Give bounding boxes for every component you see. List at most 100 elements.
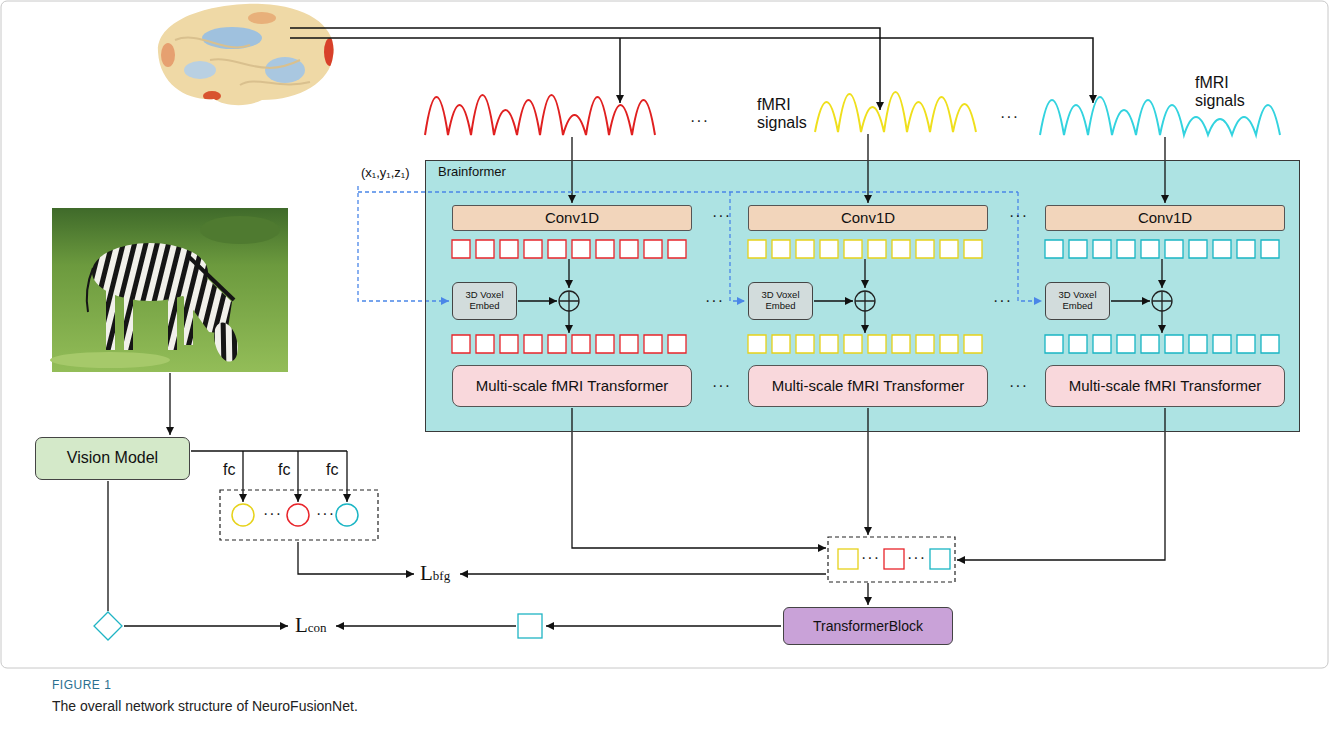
- node-text: Multi-scale fMRI Transformer: [476, 377, 669, 394]
- ellipsis: ···: [907, 549, 926, 567]
- flow-arrow: [814, 300, 853, 301]
- transformer-box: Multi-scale fMRI Transformer: [452, 365, 692, 407]
- embedding-diamond: [94, 612, 122, 640]
- feature-square: [884, 549, 904, 569]
- transformer-box: Multi-scale fMRI Transformer: [1045, 365, 1285, 407]
- flow-arrow: [867, 583, 868, 605]
- flow-arrow: [1161, 259, 1162, 288]
- process-box: Conv1D: [1045, 205, 1285, 231]
- flow-arrow: [1111, 300, 1150, 301]
- embed-box: 3D Voxel Embed: [452, 282, 517, 320]
- ellipsis: ···: [690, 112, 709, 130]
- add-symbol: [559, 291, 579, 311]
- node-text: Vision Model: [67, 449, 158, 467]
- flow-arrow: [568, 311, 569, 333]
- feature-circle: [232, 504, 254, 526]
- feature-group: [828, 537, 955, 582]
- feature-circle: [336, 504, 358, 526]
- flow-arrow: [546, 625, 781, 626]
- layer-label: fc: [223, 461, 235, 479]
- node-text: Conv1D: [1138, 209, 1192, 226]
- figure-caption: The overall network structure of NeuroFu…: [52, 698, 358, 714]
- add-symbol: [855, 291, 875, 311]
- coordinate-line: [358, 186, 449, 301]
- flow-arrow: [169, 373, 170, 435]
- process-box: Conv1D: [452, 205, 692, 231]
- stimulus-image: [50, 208, 288, 372]
- brain-patch: [202, 27, 262, 49]
- node-text: Conv1D: [545, 209, 599, 226]
- brainformer-fill: [425, 160, 1300, 432]
- node-text: 3D Voxel Embed: [1049, 290, 1106, 312]
- grass-ground: [52, 208, 288, 372]
- ellipsis: ···: [263, 505, 282, 523]
- ellipsis: ···: [712, 377, 731, 395]
- figure-number: FIGURE 1: [52, 679, 111, 693]
- node-text: Conv1D: [841, 209, 895, 226]
- node-text: 3D Voxel Embed: [456, 290, 513, 312]
- layer-label: fc: [278, 461, 290, 479]
- transformer-box: Multi-scale fMRI Transformer: [748, 365, 988, 407]
- token-row: [748, 240, 982, 258]
- ellipsis: ···: [1000, 108, 1019, 126]
- loss-label: Lbfg: [420, 563, 450, 584]
- loss-arrow: [124, 625, 288, 626]
- embedding-square: [518, 614, 542, 638]
- brain-fold: [175, 38, 310, 85]
- signal-line: [290, 38, 1093, 103]
- node-text: TransformerBlock: [813, 618, 923, 634]
- embed-box: 3D Voxel Embed: [748, 282, 813, 320]
- add-symbol: [855, 291, 875, 311]
- token-row: [748, 335, 982, 353]
- ellipsis: ···: [993, 292, 1012, 310]
- brain-map: [150, 0, 340, 110]
- loss-arrow: [298, 542, 414, 574]
- brain-patch: [184, 61, 216, 79]
- loss-arrow: [460, 573, 826, 574]
- transformer-block: TransformerBlock: [783, 607, 953, 645]
- fc-line: [191, 450, 347, 451]
- fc-arrow: [297, 451, 298, 502]
- ellipsis: ···: [1009, 207, 1028, 225]
- brain-patch: [161, 43, 175, 67]
- token-row: [452, 335, 686, 353]
- signal-line: [619, 38, 621, 103]
- signal-wave: [425, 95, 655, 135]
- zebra-leg: [106, 288, 115, 350]
- embedding-line: [107, 481, 108, 611]
- loss-label: Lcon: [295, 615, 327, 636]
- embed-box: 3D Voxel Embed: [1045, 282, 1110, 320]
- token-row: [1045, 240, 1279, 258]
- ellipsis: ···: [705, 292, 724, 310]
- grass-patch: [200, 216, 280, 244]
- coordinate-line: [730, 192, 745, 301]
- signal-wave: [815, 92, 976, 132]
- signal-label: fMRI signals: [757, 96, 815, 133]
- feature-circle: [287, 504, 309, 526]
- output-arrow: [572, 408, 826, 548]
- feature-square: [930, 549, 950, 569]
- input-arrow: [571, 137, 572, 203]
- loss-arrow: [336, 625, 516, 626]
- output-arrow: [957, 408, 1165, 560]
- coordinate-label: (x₁,y₁,z₁): [361, 166, 410, 181]
- ellipsis: ···: [1009, 377, 1028, 395]
- fc-arrow: [242, 451, 243, 502]
- zebra-head: [210, 320, 242, 364]
- node-text: Multi-scale fMRI Transformer: [772, 377, 965, 394]
- fc-arrow: [346, 451, 347, 502]
- flow-arrow: [1161, 311, 1162, 333]
- coordinate-line: [358, 191, 1018, 192]
- add-symbol: [1152, 291, 1172, 311]
- grass-patch: [50, 352, 170, 368]
- ellipsis: ···: [316, 505, 335, 523]
- model-box: Vision Model: [35, 437, 190, 480]
- ellipsis: ···: [861, 549, 880, 567]
- brain-patch: [324, 38, 336, 66]
- node-text: Brainformer: [438, 165, 1287, 180]
- input-arrow: [867, 134, 868, 203]
- flow-arrow: [864, 311, 865, 333]
- token-row: [452, 240, 686, 258]
- signal-label: fMRI signals: [1195, 74, 1253, 111]
- feature-group: [220, 490, 378, 540]
